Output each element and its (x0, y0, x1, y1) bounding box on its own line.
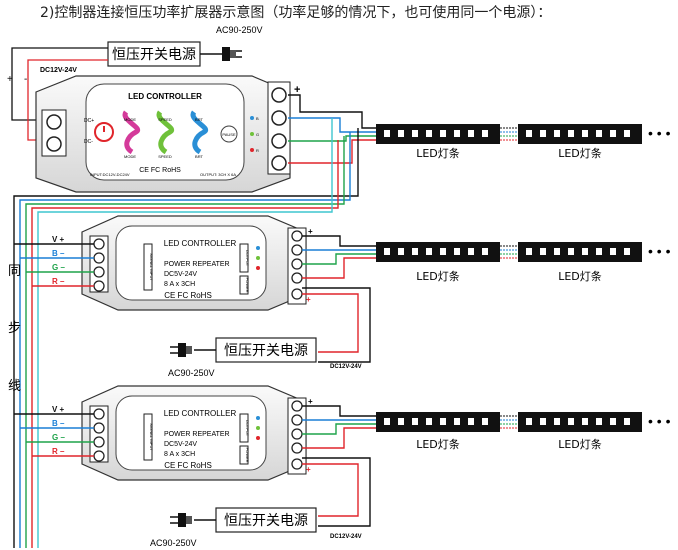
ac-label: AC90-250V (216, 25, 263, 35)
rep1-pow-plus: + (306, 295, 311, 304)
rep2-g-label: G – (52, 433, 65, 442)
repeater-1-output-wires (302, 235, 376, 363)
sync-char-2: 步 (8, 320, 21, 335)
repeater-1-output-tag: OUTPUT (245, 250, 250, 267)
repeater-2-voltage: DC5V-24V (164, 441, 197, 448)
repeater-1-title: LED CONTROLLER (164, 239, 237, 248)
strip-label-1a: LED灯条 (416, 146, 460, 160)
brt-loop-icon (190, 110, 209, 155)
repeater-1-voltage: DC5V-24V (164, 271, 197, 278)
rep1-b-label: B – (52, 249, 65, 258)
speed-loop-icon (156, 110, 175, 155)
speed-label-bottom: SPEED (158, 154, 172, 159)
strip-label-1b: LED灯条 (558, 146, 602, 160)
rep2-r-label: R – (52, 447, 65, 456)
pause-button-icon (220, 125, 238, 143)
dc-minus-tag: DC- (84, 139, 93, 145)
input-screw-2 (46, 136, 62, 152)
strip-label-3b: LED灯条 (558, 437, 602, 451)
strip-row-1: • • • LED灯条 LED灯条 (376, 124, 671, 160)
brt-label-top: BRT (195, 117, 203, 122)
repeater-2-signal-input: SIGNAL INPUT (149, 423, 154, 451)
strip-row-2: • • • LED灯条 LED灯条 (376, 242, 671, 283)
repeater-1-input-wires (14, 243, 94, 287)
mode-label-top: MODE (124, 117, 136, 122)
strip-row-3: • • • LED灯条 LED灯条 (376, 412, 671, 451)
out-r-tag: R (256, 148, 259, 153)
controller-title: LED CONTROLLER (128, 92, 202, 101)
repeater-1-current: 8 A x 3CH (164, 281, 195, 288)
output-spec: OUTPUT: 3CH X 6A (200, 172, 236, 177)
repeater-2-title: LED CONTROLLER (164, 409, 237, 418)
psu-2-dc-label: DC12V-24V (330, 364, 362, 370)
sync-char-3: 线 (8, 378, 21, 393)
repeater-2-power-tag: POWER (245, 447, 250, 462)
repeater-2-output-wires (302, 405, 376, 527)
dc-plus: + (7, 74, 13, 85)
repeater-1-power-tag: POWER (245, 277, 250, 292)
psu-3: 恒压开关电源 AC90-250V DC12V-24V (150, 507, 362, 548)
repeater-2-input-wires (14, 413, 94, 457)
out-g-tag: G (256, 132, 259, 137)
ac-plug-icon (170, 343, 192, 357)
main-controller: LED CONTROLLER DC+ DC- MODE SPEED BRT PA… (35, 75, 300, 193)
speed-label-top: SPEED (158, 117, 172, 122)
repeater-2-output-tag: OUTPUT (245, 420, 250, 437)
rep1-v-label: V + (52, 235, 65, 244)
repeater-1: LED CONTROLLER POWER REPEATER DC5V-24V 8… (81, 215, 313, 311)
psu-2-label: 恒压开关电源 (224, 343, 308, 359)
repeater-1-model: POWER REPEATER (164, 261, 230, 268)
sync-char-1: 同 (8, 263, 21, 278)
input-screw-1 (46, 114, 62, 130)
rep2-pow-plus: + (306, 465, 311, 474)
rep1-out-plus: + (308, 227, 313, 236)
out-b-tag: B (256, 116, 259, 121)
psu-2: 恒压开关电源 AC90-250V DC12V-24V (168, 337, 362, 378)
page-title: 2)控制器连接恒压功率扩展器示意图（功率足够的情况下，也可使用同一个电源）： (40, 5, 552, 21)
dc-plus-tag: DC+ (84, 118, 94, 124)
svg-text:• • •: • • • (648, 243, 671, 259)
strip-label-3a: LED灯条 (416, 437, 460, 451)
ac-plug-icon (222, 47, 242, 61)
sync-wires (13, 118, 359, 548)
pause-label: PAUSE (222, 132, 236, 137)
sync-label: 同 步 线 (8, 263, 21, 393)
psu-3-label: 恒压开关电源 (224, 513, 308, 529)
input-spec: INPUT:DC12V-DC24V (90, 172, 130, 177)
rep1-r-label: R – (52, 277, 65, 286)
psu-2-ac-label: AC90-250V (168, 368, 215, 378)
dc-label: DC12V-24V (40, 67, 77, 74)
cert-mark: CE FC RoHS (139, 167, 181, 174)
repeater-1-input-labels: V + B – G – R – (52, 235, 65, 286)
psu-label: 恒压开关电源 (112, 47, 196, 63)
dc-minus: - (24, 74, 27, 85)
svg-text:• • •: • • • (648, 413, 671, 429)
repeater-1-signal-input: SIGNAL INPUT (149, 253, 154, 281)
psu-3-ac-label: AC90-250V (150, 538, 197, 548)
mode-loop-icon (122, 110, 141, 155)
rep2-v-label: V + (52, 405, 65, 414)
psu-3-dc-label: DC12V-24V (330, 534, 362, 540)
repeater-2: LED CONTROLLER POWER REPEATER DC5V-24V 8… (81, 385, 313, 481)
ac-plug-icon (170, 513, 192, 527)
repeater-1-cert: CE FC RoHS (164, 291, 212, 300)
rep2-b-label: B – (52, 419, 65, 428)
rep1-g-label: G – (52, 263, 65, 272)
repeater-2-cert: CE FC RoHS (164, 461, 212, 470)
strip-label-2a: LED灯条 (416, 269, 460, 283)
repeater-2-input-labels: V + B – G – R – (52, 405, 65, 456)
repeater-2-model: POWER REPEATER (164, 431, 230, 438)
strip-label-2b: LED灯条 (558, 269, 602, 283)
brt-label-bottom: BRT (195, 154, 203, 159)
rep2-out-plus: + (308, 397, 313, 406)
mode-label-bottom: MODE (124, 154, 136, 159)
repeater-2-current: 8 A x 3CH (164, 451, 195, 458)
out-plus: + (294, 84, 300, 96)
svg-text:• • •: • • • (648, 125, 671, 141)
